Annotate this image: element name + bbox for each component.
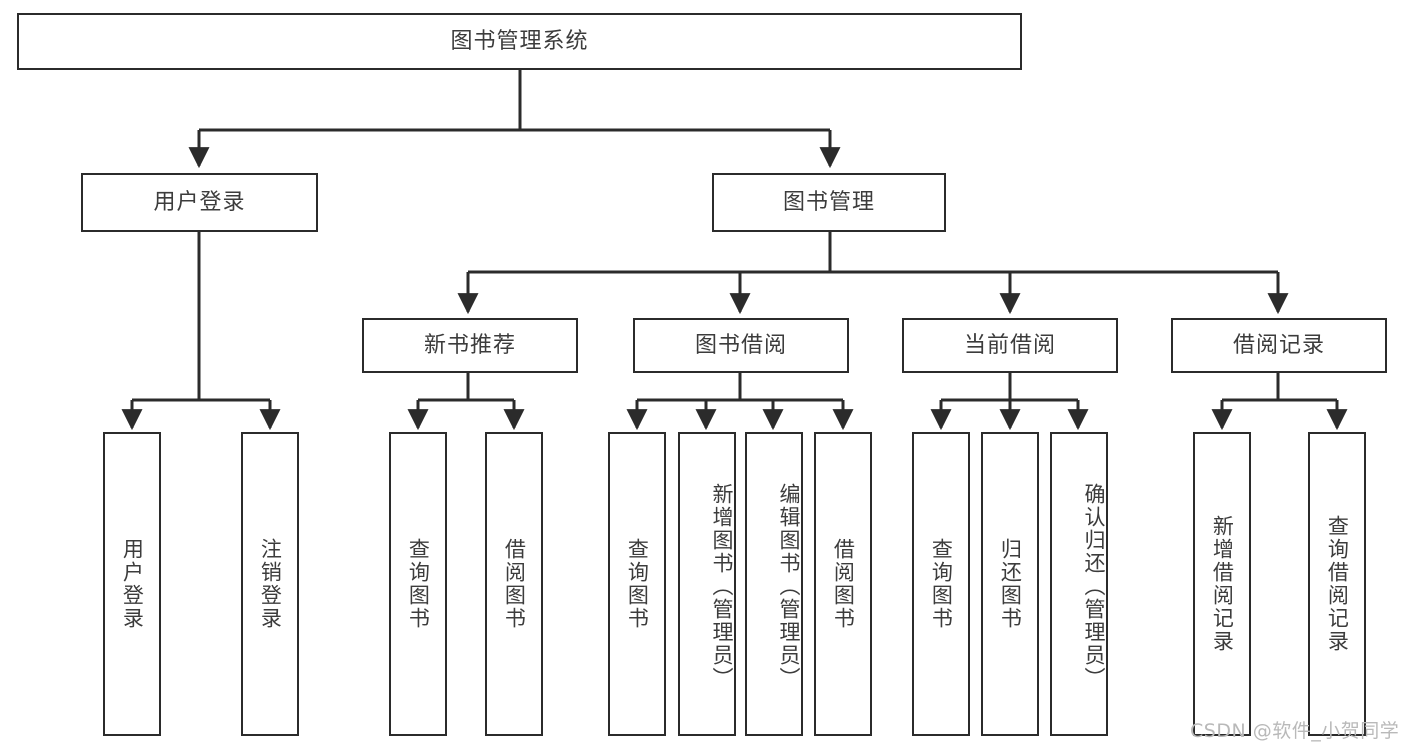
- leaf-edit-book[interactable]: 编辑图书（管理员）: [745, 432, 803, 736]
- node-book-borrow-label: 图书借阅: [694, 332, 787, 358]
- node-borrow-record[interactable]: 借阅记录: [1171, 318, 1387, 373]
- node-current-borrow[interactable]: 当前借阅: [902, 318, 1118, 373]
- leaf-add-book-label: 新增图书（管理员）: [710, 482, 734, 690]
- leaf-confirm-return[interactable]: 确认归还（管理员）: [1050, 432, 1108, 736]
- leaf-add-record[interactable]: 新增借阅记录: [1193, 432, 1251, 736]
- node-borrow-record-label: 借阅记录: [1232, 332, 1325, 358]
- node-root[interactable]: 图书管理系统: [17, 13, 1022, 70]
- node-root-label: 图书管理系统: [450, 28, 589, 54]
- leaf-user-login-label: 用户登录: [120, 538, 145, 630]
- leaf-confirm-return-label: 确认归还（管理员）: [1082, 482, 1106, 690]
- node-current-borrow-label: 当前借阅: [963, 332, 1056, 358]
- leaf-return-book[interactable]: 归还图书: [981, 432, 1039, 736]
- csdn-watermark: CSDN @软件_小贺同学: [1190, 720, 1400, 742]
- leaf-add-book[interactable]: 新增图书（管理员）: [678, 432, 736, 736]
- leaf-logout[interactable]: 注销登录: [241, 432, 299, 736]
- leaf-query-book-2[interactable]: 查询图书: [608, 432, 666, 736]
- node-book-borrow[interactable]: 图书借阅: [633, 318, 849, 373]
- leaf-query-book-1[interactable]: 查询图书: [389, 432, 447, 736]
- leaf-query-record[interactable]: 查询借阅记录: [1308, 432, 1366, 736]
- node-new-book-rec-label: 新书推荐: [423, 332, 516, 358]
- node-book-manage-label: 图书管理: [782, 189, 875, 215]
- leaf-user-login[interactable]: 用户登录: [103, 432, 161, 736]
- leaf-query-book-1-label: 查询图书: [406, 538, 431, 630]
- node-user-login-label: 用户登录: [153, 189, 246, 215]
- leaf-borrow-book-2[interactable]: 借阅图书: [814, 432, 872, 736]
- node-new-book-rec[interactable]: 新书推荐: [362, 318, 578, 373]
- leaf-query-record-label: 查询借阅记录: [1325, 515, 1350, 653]
- leaf-return-book-label: 归还图书: [998, 538, 1023, 630]
- leaf-query-book-3[interactable]: 查询图书: [912, 432, 970, 736]
- leaf-borrow-book-1[interactable]: 借阅图书: [485, 432, 543, 736]
- leaf-logout-label: 注销登录: [258, 538, 283, 630]
- node-user-login[interactable]: 用户登录: [81, 173, 318, 232]
- leaf-query-book-2-label: 查询图书: [625, 538, 650, 630]
- node-book-manage[interactable]: 图书管理: [712, 173, 946, 232]
- leaf-add-record-label: 新增借阅记录: [1210, 515, 1235, 653]
- leaf-borrow-book-2-label: 借阅图书: [831, 538, 856, 630]
- leaf-borrow-book-1-label: 借阅图书: [502, 538, 527, 630]
- leaf-edit-book-label: 编辑图书（管理员）: [777, 482, 801, 690]
- leaf-query-book-3-label: 查询图书: [929, 538, 954, 630]
